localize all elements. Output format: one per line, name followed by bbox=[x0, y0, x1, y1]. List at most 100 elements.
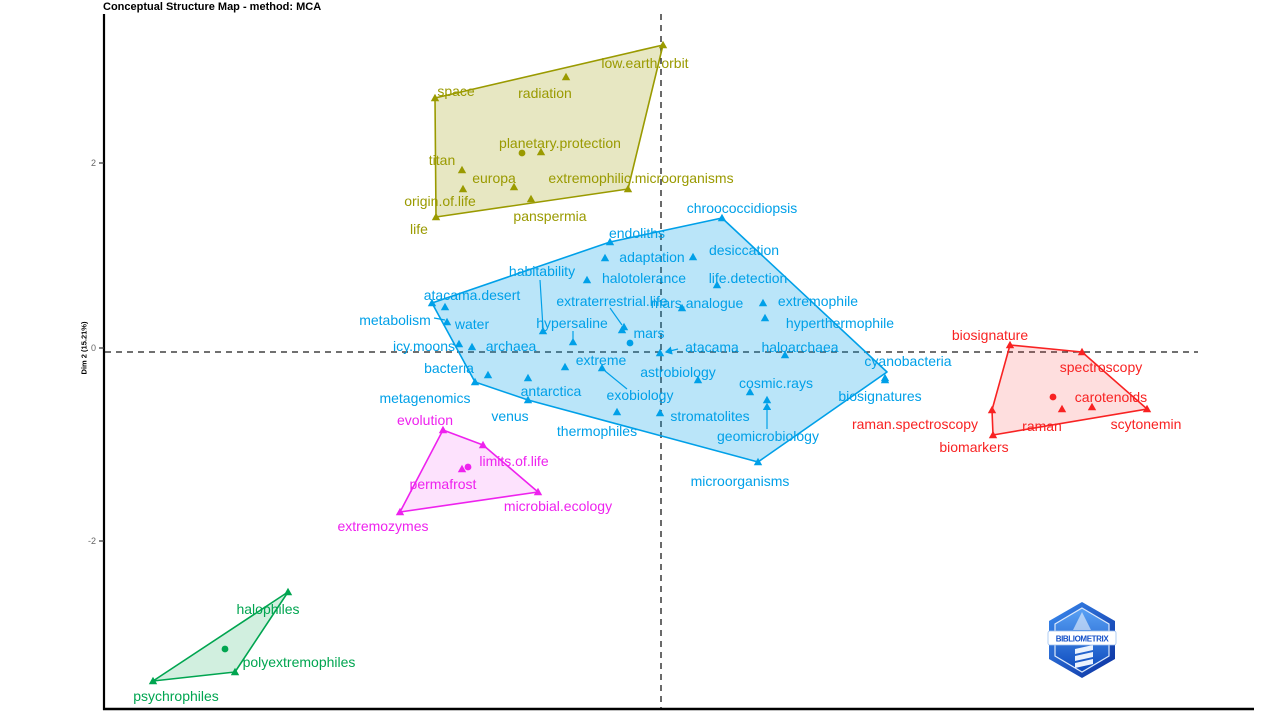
y-tick-label: 0 bbox=[91, 343, 96, 353]
term-label: mars.analogue bbox=[651, 295, 744, 311]
cluster-extremophiles-centroid bbox=[221, 645, 229, 653]
term-marker bbox=[623, 184, 633, 193]
term-marker bbox=[283, 587, 293, 596]
cluster-evolution-centroid bbox=[464, 463, 472, 471]
term-marker bbox=[880, 375, 890, 384]
term-label: cosmic.rays bbox=[739, 375, 813, 391]
term-marker bbox=[988, 430, 998, 439]
term-marker bbox=[582, 275, 592, 284]
term-marker bbox=[538, 326, 548, 335]
term-label: atacama.desert bbox=[424, 287, 521, 303]
term-label: extreme bbox=[576, 352, 627, 368]
term-label: astrobiology bbox=[640, 364, 716, 380]
term-marker bbox=[987, 405, 997, 414]
leader-line bbox=[664, 346, 679, 355]
term-label: psychrophiles bbox=[133, 688, 219, 704]
term-label: life bbox=[410, 221, 428, 237]
term-marker bbox=[1057, 404, 1067, 413]
term-marker bbox=[431, 212, 441, 221]
term-marker bbox=[467, 342, 477, 351]
term-marker bbox=[655, 408, 665, 417]
term-label: radiation bbox=[518, 85, 572, 101]
term-marker bbox=[658, 40, 668, 49]
term-marker bbox=[745, 387, 755, 396]
logo-lighthouse-top-icon bbox=[1073, 612, 1091, 630]
term-marker bbox=[395, 507, 405, 516]
term-label: stromatolites bbox=[670, 408, 749, 424]
term-label: microorganisms bbox=[691, 473, 790, 489]
term-label: planetary.protection bbox=[499, 135, 621, 151]
term-label: cyanobacteria bbox=[864, 353, 951, 369]
cluster-astrobiology-hull bbox=[431, 217, 888, 463]
cluster-biosignature-centroid bbox=[1049, 393, 1057, 401]
term-label: evolution bbox=[397, 412, 453, 428]
y-tick-label: -2 bbox=[88, 536, 96, 546]
term-marker bbox=[523, 373, 533, 382]
term-marker bbox=[470, 377, 480, 386]
term-label: haloarchaea bbox=[761, 339, 838, 355]
term-marker bbox=[597, 363, 607, 372]
term-label: atacama bbox=[685, 339, 739, 355]
term-label: halotolerance bbox=[602, 270, 686, 286]
term-label: water bbox=[454, 316, 490, 332]
term-label: metabolism bbox=[359, 312, 431, 328]
term-marker bbox=[717, 213, 727, 222]
term-marker bbox=[758, 298, 768, 307]
term-marker bbox=[780, 350, 790, 359]
term-marker bbox=[427, 298, 437, 307]
term-label: venus bbox=[491, 408, 528, 424]
term-marker bbox=[483, 370, 493, 379]
term-label: bacteria bbox=[424, 360, 474, 376]
term-marker bbox=[605, 237, 615, 246]
term-label: hyperthermophile bbox=[786, 315, 894, 331]
term-label: extremozymes bbox=[337, 518, 428, 534]
cluster-biosignature-hull bbox=[991, 344, 1148, 436]
term-label: titan bbox=[429, 152, 455, 168]
term-label: icy.moons bbox=[393, 338, 455, 354]
term-label: biomarkers bbox=[939, 439, 1008, 455]
term-label: spectroscopy bbox=[1060, 359, 1142, 375]
term-marker bbox=[1142, 404, 1152, 413]
term-marker bbox=[677, 303, 687, 312]
term-marker bbox=[533, 487, 543, 496]
term-marker bbox=[760, 313, 770, 322]
term-marker bbox=[148, 676, 158, 685]
term-marker bbox=[688, 252, 698, 261]
term-marker bbox=[457, 165, 467, 174]
term-label: biosignatures bbox=[838, 388, 921, 404]
term-label: endoliths bbox=[609, 225, 665, 241]
term-label: scytonemin bbox=[1111, 416, 1182, 432]
term-marker bbox=[617, 325, 627, 334]
term-label: life.detection bbox=[709, 270, 788, 286]
y-tick-label: 2 bbox=[91, 158, 96, 168]
term-marker bbox=[526, 194, 536, 203]
term-marker bbox=[560, 362, 570, 371]
leader-line bbox=[604, 370, 628, 390]
term-marker bbox=[655, 348, 665, 357]
term-marker bbox=[536, 147, 546, 156]
term-label: hypersaline bbox=[536, 315, 608, 331]
term-label: metagenomics bbox=[379, 390, 470, 406]
term-label: extremophilic.microorganisms bbox=[548, 170, 733, 186]
leader-line bbox=[609, 307, 623, 326]
term-label: raman.spectroscopy bbox=[852, 416, 978, 432]
term-label: permafrost bbox=[410, 476, 477, 492]
term-marker bbox=[509, 182, 519, 191]
term-marker bbox=[523, 395, 533, 404]
term-label: chroococcidiopsis bbox=[687, 200, 798, 216]
term-marker bbox=[457, 464, 467, 473]
logo-band bbox=[1047, 630, 1117, 646]
term-marker bbox=[438, 425, 448, 434]
term-label: extremophile bbox=[778, 293, 858, 309]
term-label: carotenoids bbox=[1075, 389, 1147, 405]
term-label: desiccation bbox=[709, 242, 779, 258]
logo-stack-icon bbox=[1075, 645, 1093, 668]
term-marker bbox=[1077, 347, 1087, 356]
term-marker bbox=[440, 302, 450, 311]
term-label: geomicrobiology bbox=[717, 428, 819, 444]
term-marker bbox=[600, 253, 610, 262]
term-label: raman bbox=[1022, 418, 1062, 434]
term-marker bbox=[230, 667, 240, 676]
term-marker bbox=[612, 407, 622, 416]
